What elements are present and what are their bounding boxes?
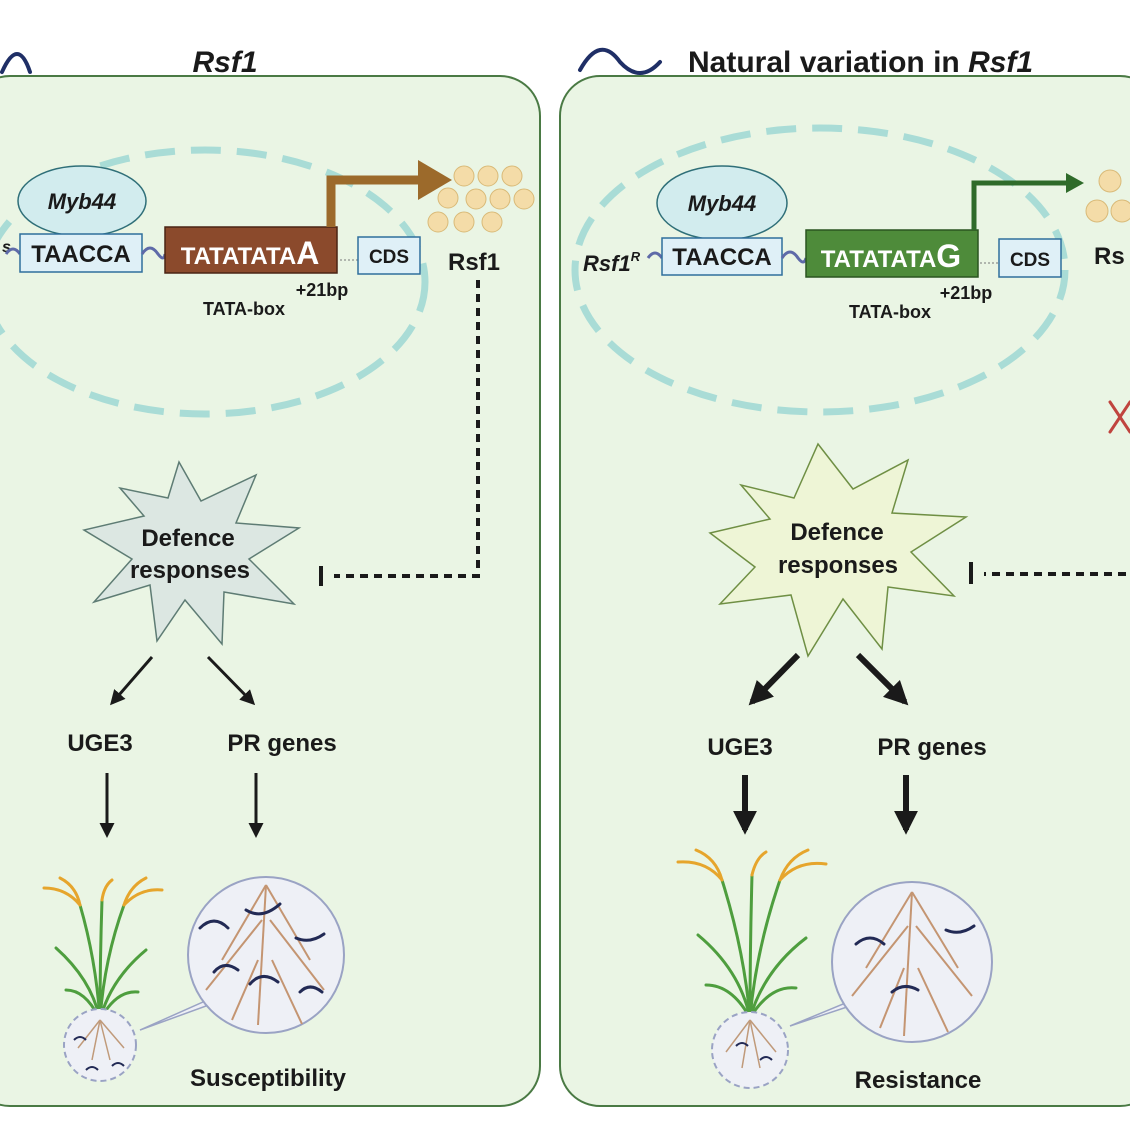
nucleus-outline	[0, 146, 429, 418]
pr-genes-label: PR genes	[877, 734, 986, 761]
arrow-to-uge3	[110, 656, 154, 706]
tata-box-caption: TATA-box	[849, 302, 931, 322]
tata-box-sequence: TATATATAA	[181, 235, 320, 271]
rsf1-protein-label: Rs	[1094, 243, 1125, 270]
uge3-label: UGE3	[707, 734, 772, 761]
myb44-label: Myb44	[48, 189, 116, 214]
tata-box-resistant	[805, 229, 979, 278]
taacca-motif-label: TAACCA	[672, 244, 772, 271]
cds-label: CDS	[369, 247, 409, 268]
dna-strand	[780, 250, 808, 264]
root-nematode-closeup-icon	[831, 881, 993, 1043]
defence-label-line2: responses	[130, 557, 250, 584]
promoter-label: Rsf1R	[583, 249, 641, 276]
inhibition-line	[334, 280, 480, 578]
transcription-arrow-head	[1066, 173, 1084, 193]
nucleus-outline	[571, 124, 1069, 416]
tata-box-susceptible	[164, 226, 338, 274]
defence-responses-starburst	[708, 442, 969, 658]
transcription-arrow	[326, 175, 420, 227]
insertion-label: +21bp	[940, 283, 993, 303]
nematode-icon	[0, 52, 32, 74]
root-zoom-circle	[63, 1008, 137, 1082]
tata-box-sequence: TATATATAG	[821, 238, 961, 274]
right-panel: Natural variation in Rsf1 Myb44 Rsf1R TA…	[559, 46, 1130, 1107]
rsf1-protein-label: Rsf1	[448, 249, 500, 276]
root-zoom-circle	[711, 1011, 789, 1089]
pr-genes-label: PR genes	[227, 730, 336, 757]
defence-label-line1: Defence	[141, 525, 234, 552]
rsf1-protein-icon	[1085, 169, 1130, 223]
outcome-label: Susceptibility	[190, 1065, 347, 1092]
arrow-to-pr-genes	[206, 655, 256, 706]
dna-strand	[140, 246, 167, 260]
dna-strand	[646, 251, 664, 259]
taacca-motif-box	[661, 237, 783, 276]
myb44-label: Myb44	[688, 191, 756, 216]
left-title: Rsf1	[192, 46, 257, 79]
defence-label-line2: responses	[778, 552, 898, 579]
uge3-label: UGE3	[67, 730, 132, 757]
rice-plant-icon	[42, 876, 164, 1082]
transcription-arrow	[971, 180, 1068, 230]
defence-label-line1: Defence	[790, 519, 883, 546]
defence-responses-starburst	[82, 460, 302, 646]
taacca-motif-label: TAACCA	[31, 241, 131, 268]
blocked-x-icon	[1108, 400, 1130, 434]
root-nematode-closeup-icon	[187, 876, 345, 1034]
rsf1-protein-icon	[427, 165, 535, 233]
nematode-icon	[578, 48, 662, 75]
arrow-to-pr-genes	[855, 652, 909, 706]
cds-box	[998, 238, 1062, 278]
right-title: Natural variation in Rsf1	[688, 46, 1033, 79]
rice-plant-icon	[676, 848, 828, 1089]
cds-label: CDS	[1010, 250, 1050, 271]
dna-strand	[4, 247, 22, 255]
cds-box	[357, 236, 421, 275]
taacca-motif-box	[19, 233, 143, 273]
left-panel: Rsf1 Myb44 s TAACCA TATATATAA CDS +21bp …	[0, 46, 541, 1107]
transcription-arrow-head	[418, 160, 452, 200]
arrow-to-uge3	[748, 652, 801, 706]
promoter-label: s	[2, 239, 11, 256]
outcome-label: Resistance	[855, 1067, 982, 1094]
tata-box-caption: TATA-box	[203, 299, 285, 319]
insertion-label: +21bp	[296, 280, 349, 300]
